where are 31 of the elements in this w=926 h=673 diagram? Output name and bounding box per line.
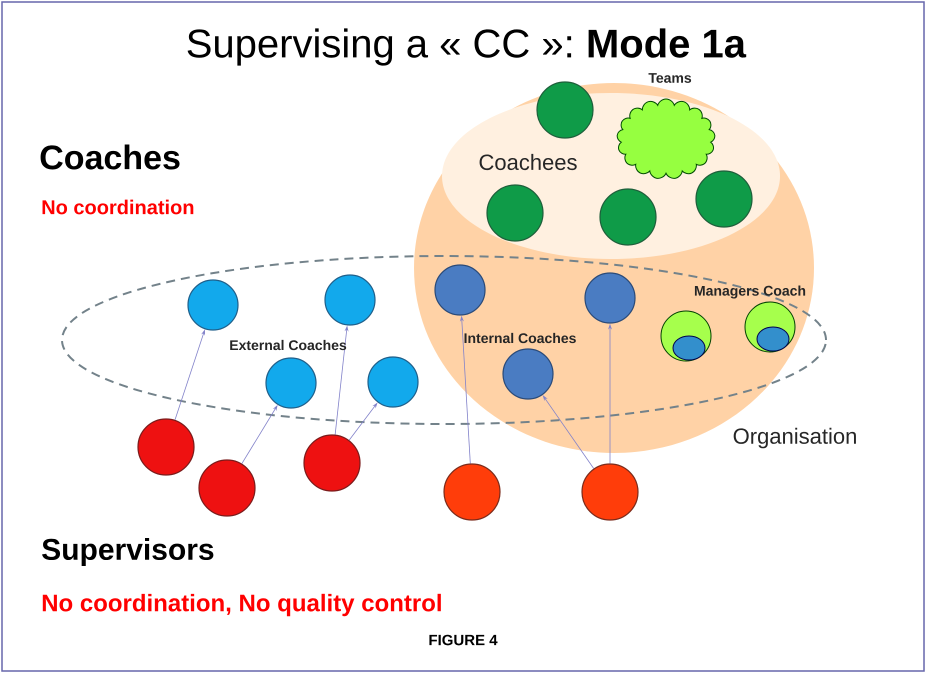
coachee-circle (486, 184, 544, 242)
supervisor-circle (581, 463, 639, 521)
coachee-circle (695, 170, 753, 228)
group-label: Managers Coach (694, 285, 806, 299)
supervisor-circle (137, 418, 195, 476)
coachees-label: Coachees (480, 154, 577, 170)
group-label: External Coaches (230, 340, 346, 350)
teams-label: Teams (648, 73, 692, 83)
note: No coordination, No quality control (42, 594, 441, 616)
note: No coordination (42, 200, 194, 214)
coach-circle (265, 357, 317, 409)
heading: Supervisors (42, 538, 214, 566)
coach-circle (367, 356, 419, 408)
coach-circle (434, 264, 486, 316)
dashed-ellipse (61, 255, 827, 425)
title: Supervising a « CC »: Mode 1a (188, 28, 746, 66)
coachee-circle (536, 81, 594, 139)
supervisor-circle (443, 463, 501, 521)
manager-coach-circle (660, 310, 712, 362)
heading: Coaches (40, 144, 180, 170)
supervisor-circle (198, 459, 256, 517)
coach-circle (584, 272, 636, 324)
coach-circle (324, 274, 376, 326)
coach-circle (502, 348, 554, 400)
supervisor-circle (303, 434, 361, 492)
caption: FIGURE 4 (429, 634, 498, 646)
coachee-circle (599, 188, 657, 246)
coach-circle (187, 279, 239, 331)
group-label: Internal Coaches (464, 332, 576, 344)
manager-coach-circle (744, 302, 796, 352)
organisation-label: Organisation (734, 428, 856, 448)
